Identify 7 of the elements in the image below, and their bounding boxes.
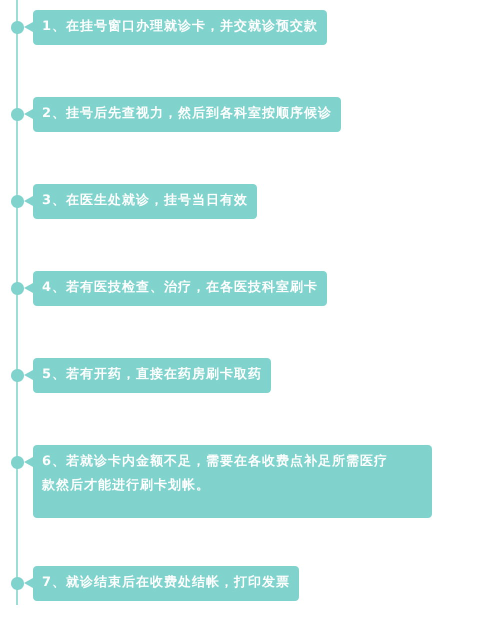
step-callout: 4、若有医技检查、治疗，在各医技科室刷卡 <box>33 271 328 306</box>
step-callout: 5、若有开药，直接在药房刷卡取药 <box>33 358 272 393</box>
step-callout: 2、挂号后先查视力，然后到各科室按顺序候诊 <box>33 97 342 132</box>
step-callout: 1、在挂号窗口办理就诊卡，并交就诊预交款 <box>33 10 328 45</box>
step-callout: 7、就诊结束后在收费处结帐，打印发票 <box>33 566 300 601</box>
step-callout: 3、在医生处就诊，挂号当日有效 <box>33 184 258 219</box>
step-callout: 6、若就诊卡内金额不足，需要在各收费点补足所需医疗款然后才能进行刷卡划帐。 <box>33 445 432 518</box>
